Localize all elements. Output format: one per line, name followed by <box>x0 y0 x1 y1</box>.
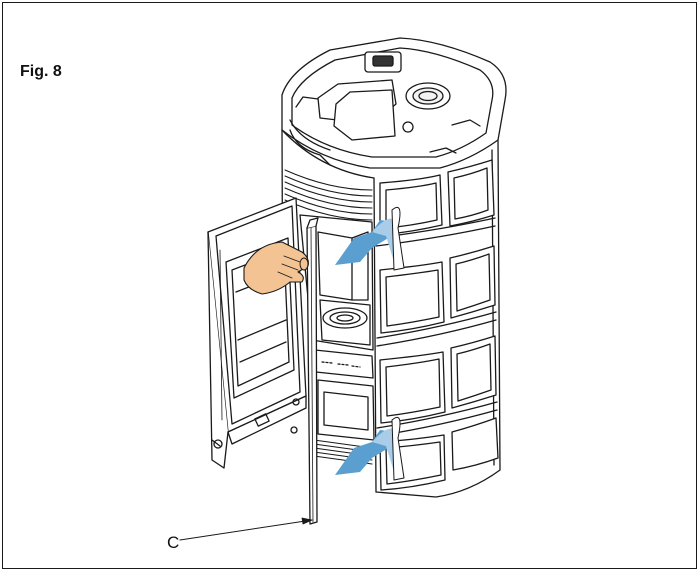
hand-holding-rod <box>243 241 309 295</box>
callout-c-label: C <box>167 533 180 552</box>
burn-pot <box>319 299 371 346</box>
front-grille <box>284 169 373 221</box>
cleaning-rod-c <box>306 217 319 525</box>
open-door <box>207 197 307 469</box>
side-panels-front <box>379 174 446 424</box>
callout-c-leader <box>179 519 313 541</box>
figure-label: Fig. 8 <box>20 63 62 80</box>
airflow-arrow-lower <box>335 416 405 481</box>
stove-top-cover <box>281 37 507 169</box>
airflow-arrow-upper <box>335 206 405 271</box>
side-panels-side <box>447 159 499 471</box>
